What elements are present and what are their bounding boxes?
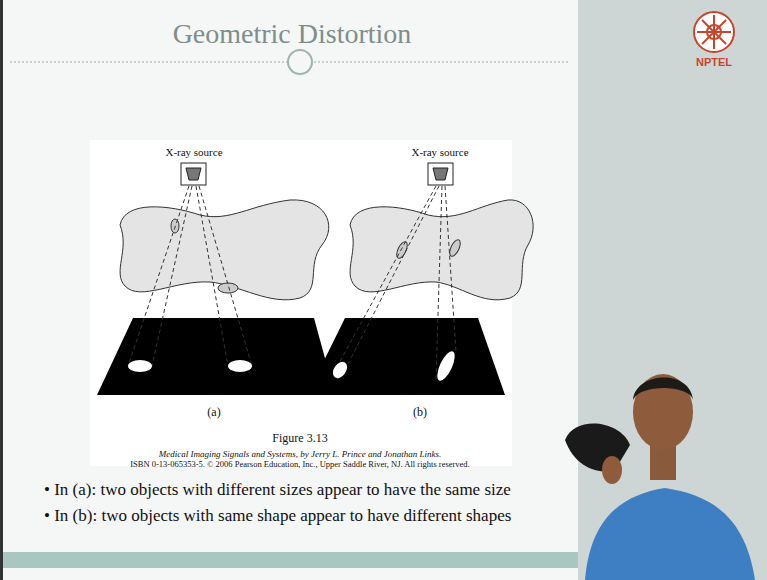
ray: [332, 186, 436, 376]
source-label: X-ray source: [165, 146, 222, 159]
logo-text: NPTEL: [696, 56, 732, 69]
logo-mark: [697, 15, 731, 49]
xray-source-icon: [181, 163, 206, 185]
logo-core: [707, 25, 721, 39]
ray: [152, 186, 192, 366]
slide-title: Geometric Distortion: [173, 18, 412, 50]
footer-band: [3, 552, 578, 568]
shirt: [585, 488, 755, 580]
ray: [348, 186, 439, 364]
head: [633, 374, 693, 450]
source-label: X-ray source: [411, 146, 468, 159]
shadow-ellipse: [128, 360, 152, 372]
bullet-text: • In (b): two objects with same shape ap…: [44, 506, 511, 526]
shadow-ellipse: [228, 360, 252, 372]
xray-tube: [186, 168, 201, 180]
shadow-ellipse: [434, 349, 458, 383]
credit-line: ISBN 0-13-065353-5. © 2006 Pearson Educa…: [130, 460, 469, 470]
figure-panel: [90, 140, 512, 466]
panel-label: (a): [207, 406, 220, 420]
xray-source-icon: [428, 163, 453, 185]
logo-spoke: [702, 20, 726, 44]
panel-label: (b): [413, 406, 427, 420]
detector-plane: [307, 318, 505, 395]
ray: [196, 186, 228, 366]
object: [448, 238, 463, 258]
credit-line: Medical Imaging Signals and Systems, by …: [159, 449, 441, 459]
detector-plane: [97, 318, 335, 395]
body-outline: [120, 200, 329, 300]
edge-line: [0, 0, 3, 580]
bullet-text: • In (a): two objects with different siz…: [44, 480, 511, 500]
shadow-ellipse: [330, 359, 350, 381]
hair: [633, 377, 693, 400]
xray-tube: [433, 168, 448, 180]
large-object: [218, 283, 238, 293]
object: [395, 240, 410, 260]
ray: [436, 186, 442, 380]
title-ornament: [288, 50, 312, 74]
figure-caption: Figure 3.13: [272, 432, 327, 446]
logo-ring: [694, 12, 734, 52]
ray: [445, 186, 456, 352]
hand: [602, 456, 622, 484]
presenter-figure: [565, 374, 755, 580]
logo-spoke: [702, 20, 726, 44]
ray-lines: [332, 186, 456, 380]
side-panel: [578, 0, 767, 580]
ray-lines: [128, 186, 252, 366]
ray: [199, 186, 252, 366]
